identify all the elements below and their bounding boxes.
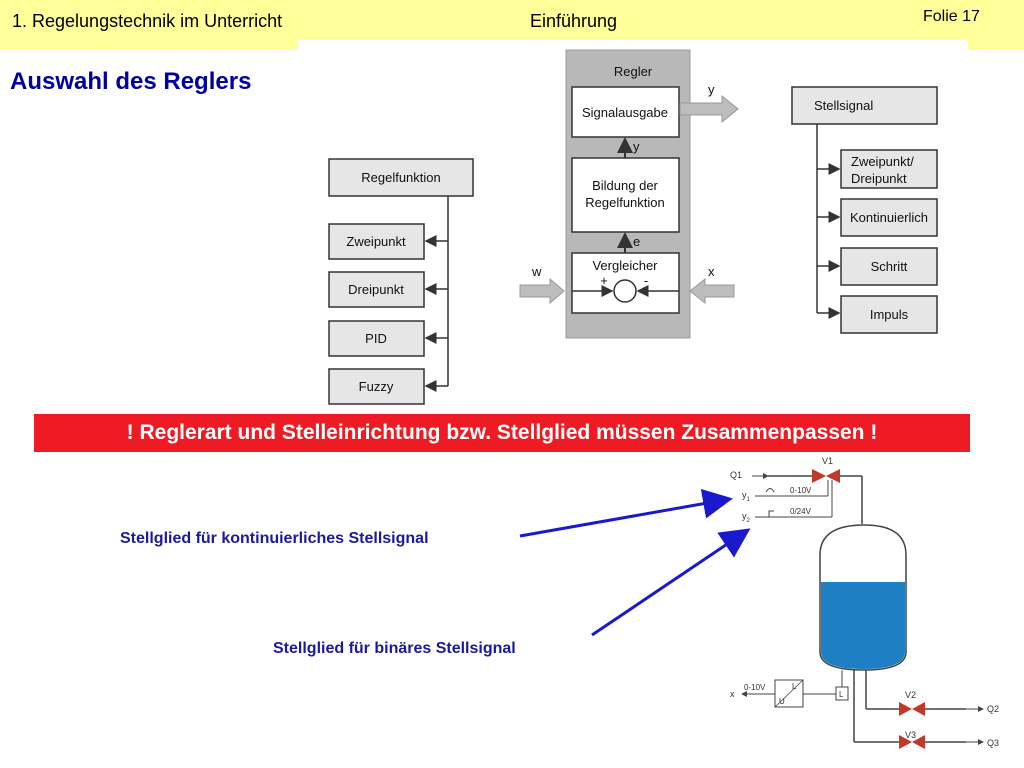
arrow-continuous (519, 488, 733, 538)
annotation-continuous: Stellglied für kontinuierliches Stellsig… (120, 530, 429, 547)
tree-item-zweipunkt: Zweipunkt (346, 234, 406, 249)
q3-label: Q3 (987, 738, 999, 748)
sensor-l: L (839, 690, 844, 699)
header-course: 1. Regelungstechnik im Unterricht (12, 11, 283, 31)
minus-sign: - (644, 273, 648, 288)
comparator-circle (613, 279, 637, 303)
valve-v2-left (899, 702, 912, 716)
q2-label: Q2 (987, 704, 999, 714)
stellsignal-item-1a: Zweipunkt/ (851, 154, 914, 169)
regelfunktion-box (328, 158, 474, 197)
warning-banner: ! Reglerart und Stelleinrichtung bzw. St… (34, 414, 970, 452)
signal-e-label: e (633, 234, 640, 249)
left-tree: Regelfunktion Zweipunkt Dreipunkt PID Fu… (328, 158, 474, 405)
x-label: x (730, 689, 735, 699)
v1-label: V1 (822, 456, 833, 466)
regelfunktion-label: Regelfunktion (361, 170, 441, 185)
converter-l: L (792, 682, 797, 691)
signal-y-out-label: y (708, 82, 715, 97)
bildung-label-1: Bildung der (592, 178, 658, 193)
annotation-binary: Stellglied für binäres Stellsignal (273, 640, 516, 657)
valve-v1-right (826, 469, 840, 483)
regler-title: Regler (614, 64, 653, 79)
converter-u: U (779, 697, 785, 706)
y2-range: 0/24V (790, 507, 812, 516)
valve-v3-left (899, 735, 912, 749)
valve-v2-right (912, 702, 925, 716)
tank-water (821, 582, 905, 669)
regler-block: Regler Signalausgabe Bildung der Regelfu… (519, 49, 739, 339)
arrow-binary (591, 528, 751, 637)
q1-label: Q1 (730, 470, 742, 480)
v2-label: V2 (905, 690, 916, 700)
process-schematic: Q1 V1 y1 0-10V y2 0/24V L L U (730, 456, 999, 749)
y1-range: 0-10V (790, 486, 812, 495)
header-divider (298, 40, 968, 52)
tree-item-pid: PID (365, 331, 387, 346)
stellsignal-item-1b: Dreipunkt (851, 171, 907, 186)
tree-item-fuzzy: Fuzzy (359, 379, 394, 394)
signal-y-mid-label: y (633, 139, 640, 154)
slide-number: Folie 17 (923, 8, 980, 25)
stellsignal-item-4: Impuls (870, 307, 909, 322)
v3-label: V3 (905, 730, 916, 740)
stellsignal-item-3: Schritt (871, 259, 908, 274)
stellsignal-label: Stellsignal (814, 98, 873, 113)
signal-x-label: x (708, 264, 715, 279)
y1-label: y1 (742, 490, 751, 503)
valve-v1-left (812, 469, 826, 483)
right-tree: Stellsignal Zweipunkt/ Dreipunkt Kontinu… (791, 86, 938, 334)
x-range: 0-10V (744, 683, 766, 692)
bildung-label-2: Regelfunktion (585, 195, 665, 210)
header-section: Einführung (530, 11, 618, 31)
signal-w-label: w (531, 264, 542, 279)
plus-sign: + (600, 273, 608, 288)
valve-v3-right (912, 735, 925, 749)
signalausgabe-label: Signalausgabe (582, 105, 668, 120)
page-title: Auswahl des Reglers (10, 68, 252, 95)
tree-item-dreipunkt: Dreipunkt (348, 282, 404, 297)
stellsignal-item-2: Kontinuierlich (850, 210, 928, 225)
vergleicher-label: Vergleicher (592, 258, 658, 273)
y2-label: y2 (742, 511, 751, 524)
